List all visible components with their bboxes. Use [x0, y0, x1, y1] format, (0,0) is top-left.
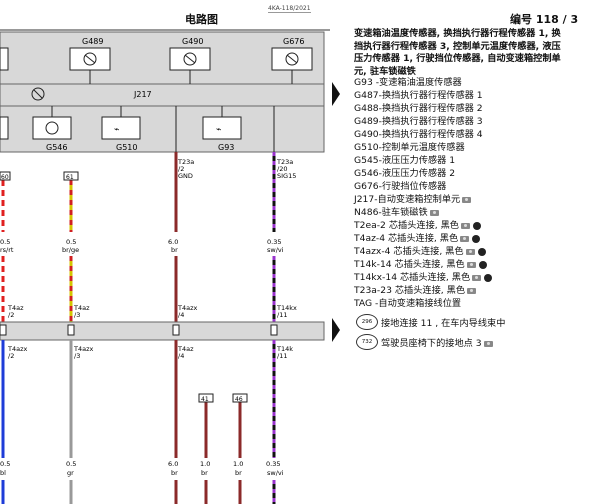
low-wire-size-5: 1.0: [233, 460, 243, 468]
control-unit-band: [0, 83, 325, 107]
wire-code-61: 61: [66, 174, 74, 181]
connector-icon[interactable]: [478, 260, 487, 269]
low-wire-color-1: bl: [0, 469, 6, 477]
label-j217: J217: [133, 90, 152, 99]
low-wire-size-3: 6.0: [168, 460, 178, 468]
conn-t14kx-11: T14kx/11: [276, 304, 297, 319]
camera-icon[interactable]: [467, 287, 477, 294]
label-g676: G676: [283, 37, 304, 46]
legend-item: N486-驻车锁磁铁: [354, 207, 439, 219]
conn-t4azx-4: T4azx/4: [177, 304, 198, 319]
ground-text-296: 接地连接 11 , 在车内导线束中: [381, 318, 506, 329]
wire-size-4: 0.35: [267, 238, 281, 246]
camera-icon[interactable]: [483, 340, 493, 347]
legend-item: G490-换挡执行器行程传感器 4: [354, 129, 483, 140]
conn-t4az-3: T4az/3: [73, 304, 90, 319]
conn-t4az-2: T4az/2: [7, 304, 24, 319]
low-wire-color-6: sw/vi: [267, 469, 284, 477]
camera-icon[interactable]: [460, 222, 470, 229]
sensor-box-top: [0, 31, 325, 85]
ground-text-732: 驾驶员座椅下的接地点 3: [381, 335, 493, 349]
low-wire-size-1: 0.5: [0, 460, 10, 468]
legend-title-line-4: 元, 驻车锁磁铁: [354, 65, 416, 77]
legend-item: T23a-23 芯插头连接, 黑色: [354, 285, 477, 297]
wire-size-3: 6.0: [168, 238, 178, 246]
camera-icon[interactable]: [429, 209, 439, 216]
wiring-diagram: G489 G490 G676 J217 G546 ⌁ G510 ⌁ G93: [0, 29, 340, 504]
svg-text:⌁: ⌁: [114, 125, 119, 135]
wire-code-41: 41: [201, 396, 209, 403]
low-wire-color-4: br: [201, 469, 208, 477]
component-g490: G490: [169, 37, 211, 71]
wire-size-1: 0.5: [0, 238, 10, 246]
conn-t14k-11: T14k/11: [276, 345, 293, 360]
low-wire-size-2: 0.5: [66, 460, 76, 468]
legend-title-line-1: 变速箱油温度传感器, 换挡执行器行程传感器 1, 换: [354, 28, 561, 39]
legend-item: T4az-4 芯插头连接, 黑色: [354, 233, 481, 245]
legend-item: G488-换挡执行器行程传感器 2: [354, 103, 483, 114]
connector-icon[interactable]: [472, 221, 481, 230]
camera-icon[interactable]: [465, 248, 475, 255]
legend-item: G510-控制单元温度传感器: [354, 142, 465, 153]
label-g490: G490: [182, 37, 203, 46]
tag-band: [0, 321, 325, 341]
legend-item: G489-换挡执行器行程传感器 3: [354, 116, 483, 127]
label-g489: G489: [82, 37, 103, 46]
continuation-arrow: [332, 82, 340, 106]
low-wire-size-6: 0.35: [266, 460, 280, 468]
legend-item: G93 -变速箱油温度传感器: [354, 77, 462, 88]
legend-item: T2ea-2 芯插头连接, 黑色: [354, 220, 481, 232]
conn-t4az-4: T4az/4: [177, 345, 194, 360]
connector-icon[interactable]: [484, 273, 493, 282]
wire-color-2: br/ge: [62, 246, 79, 254]
ground-badge-296: 296: [356, 314, 378, 330]
wire-color-4: sw/vi: [267, 246, 284, 254]
wire-size-2: 0.5: [66, 238, 76, 246]
conn-t4azx-3: T4azx/3: [73, 345, 94, 360]
legend-title: 变速箱油温度传感器, 换挡执行器行程传感器 1, 换 挡执行器行程传感器 3, …: [354, 28, 598, 78]
legend-item: G676-行驶挡位传感器: [354, 181, 447, 192]
low-wire-color-3: br: [171, 469, 178, 477]
page-number: 编号 118 / 3: [510, 13, 579, 26]
diagram-code: 4KA-118/2021: [268, 5, 311, 13]
legend-title-line-3: 压力传感器 1, 行驶挡位传感器, 自动变速箱控制单: [354, 53, 561, 65]
legend-item: T14kx-14 芯插头连接, 黑色: [354, 272, 493, 284]
legend-item: G546-液压压力传感器 2: [354, 168, 456, 179]
component-g676: G676: [271, 37, 313, 71]
ground-badge-732: 732: [356, 334, 378, 350]
label-g510: G510: [116, 143, 137, 152]
conn-t4azx-2: T4azx/2: [7, 345, 28, 360]
label-g93: G93: [218, 143, 234, 152]
component-g489: G489: [69, 37, 111, 71]
svg-text:⌁: ⌁: [216, 125, 221, 135]
low-wire-color-2: gr: [67, 469, 74, 477]
wire-color-3: br: [171, 246, 178, 254]
low-wire-color-5: br: [235, 469, 242, 477]
camera-icon[interactable]: [466, 261, 476, 268]
legend-item: TAG -自动变速箱接线位置: [354, 298, 462, 309]
legend-item: G545-液压压力传感器 1: [354, 155, 456, 166]
component-g93: ⌁ G93: [202, 116, 242, 152]
legend-item: J217-自动变速箱控制单元: [354, 194, 472, 206]
wire-code-46: 46: [235, 396, 243, 403]
wire-code-60: 60: [1, 174, 9, 181]
legend-title-line-2: 挡执行器行程传感器 3, 控制单元温度传感器, 液压: [354, 40, 561, 52]
wire-color-1: rs/rt: [0, 246, 14, 254]
camera-icon[interactable]: [472, 274, 482, 281]
connector-icon[interactable]: [477, 247, 486, 256]
legend-item: T14k-14 芯插头连接, 黑色: [354, 259, 487, 271]
connector-icon[interactable]: [472, 234, 481, 243]
legend-item: G487-换挡执行器行程传感器 1: [354, 90, 483, 101]
diagram-title: 电路图: [185, 13, 218, 26]
low-wire-size-4: 1.0: [200, 460, 210, 468]
label-g546: G546: [46, 143, 67, 152]
camera-icon[interactable]: [462, 196, 472, 203]
camera-icon[interactable]: [460, 235, 470, 242]
legend-item: T4azx-4 芯插头连接, 黑色: [354, 246, 486, 258]
